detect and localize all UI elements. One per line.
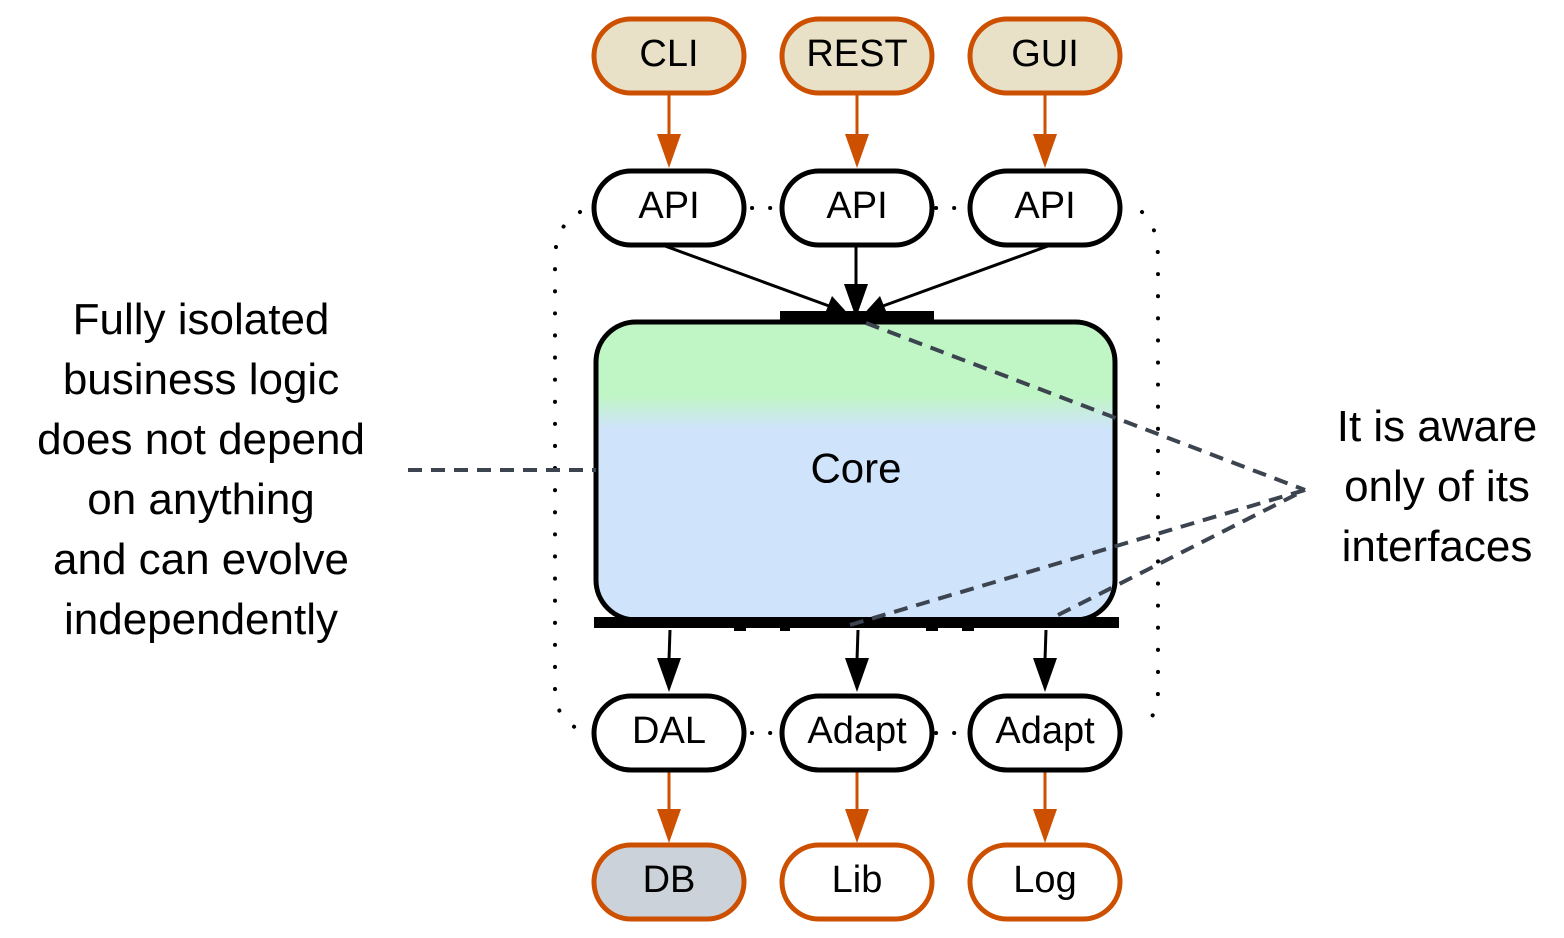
node-dal[interactable]: DAL: [591, 693, 747, 773]
annotation-line: on anything: [87, 475, 315, 524]
annotation-line: only of its: [1344, 462, 1530, 511]
node-cli[interactable]: CLI: [591, 16, 747, 96]
node-box[interactable]: [779, 16, 935, 96]
arrowhead: [844, 284, 868, 318]
annotation-line: does not depend: [37, 415, 365, 464]
node-label: DB: [643, 859, 696, 901]
arrowhead: [657, 134, 681, 168]
annotation-dashed-lines: [408, 321, 1306, 627]
arrowhead: [657, 809, 681, 843]
node-adapt2[interactable]: Adapt: [967, 693, 1123, 773]
node-api3[interactable]: API: [967, 168, 1123, 248]
application-boundary: [553, 210, 1160, 732]
node-box[interactable]: [967, 693, 1123, 773]
arrowhead: [845, 809, 869, 843]
node-rest[interactable]: REST: [779, 16, 935, 96]
node-label: API: [1014, 185, 1075, 227]
node-box[interactable]: [967, 842, 1123, 922]
arrowhead: [1033, 658, 1057, 692]
annotation-line: and can evolve: [53, 535, 349, 584]
node-log[interactable]: Log: [967, 842, 1123, 922]
node-label: Log: [1013, 859, 1076, 901]
left-annotation: Fully isolated business logic does not dep…: [37, 295, 365, 644]
core-label: Core: [810, 445, 901, 492]
api-to-core-arrows: [664, 244, 1049, 318]
arrowhead: [657, 658, 681, 692]
node-label: API: [826, 185, 887, 227]
node-box[interactable]: [591, 16, 747, 96]
node-gui[interactable]: GUI: [967, 16, 1123, 96]
node-label: Adapt: [995, 710, 1095, 752]
right-note-pointer-mid: [849, 488, 1306, 627]
annotation-line: business logic: [63, 355, 339, 404]
node-label: CLI: [639, 33, 698, 75]
right-annotation: It is aware only of its interfaces: [1337, 402, 1538, 571]
node-box[interactable]: [779, 693, 935, 773]
node-db[interactable]: DB: [591, 842, 747, 922]
node-label: REST: [806, 33, 907, 75]
node-box[interactable]: [591, 693, 747, 773]
node-box[interactable]: [779, 168, 935, 248]
arrowhead: [1033, 809, 1057, 843]
node-api2[interactable]: API: [779, 168, 935, 248]
node-box[interactable]: [591, 168, 747, 248]
annotation-line: It is aware: [1337, 402, 1538, 451]
node-label: Adapt: [807, 710, 907, 752]
node-adapt1[interactable]: Adapt: [779, 693, 935, 773]
node-api1[interactable]: API: [591, 168, 747, 248]
annotation-line: independently: [64, 595, 338, 644]
node-box[interactable]: [591, 842, 747, 922]
right-note-pointer-low: [1057, 488, 1306, 617]
core-to-port-arrows: [657, 629, 1057, 692]
inbound-interface-bar: [780, 311, 934, 321]
node-label: API: [638, 185, 699, 227]
arrowhead: [845, 134, 869, 168]
node-box[interactable]: [967, 168, 1123, 248]
node-label: GUI: [1011, 33, 1079, 75]
port-to-external-arrows: [657, 772, 1057, 843]
node-box[interactable]: [779, 842, 935, 922]
annotation-line: interfaces: [1342, 522, 1533, 571]
node-label: DAL: [632, 710, 706, 752]
annotation-line: Fully isolated: [73, 295, 330, 344]
node-lib[interactable]: Lib: [779, 842, 935, 922]
node-label: Lib: [832, 859, 883, 901]
client-to-api-arrows: [657, 95, 1057, 168]
right-note-pointer-top: [865, 321, 1306, 492]
arrowhead: [845, 658, 869, 692]
arrowhead: [1033, 134, 1057, 168]
node-box[interactable]: [967, 16, 1123, 96]
